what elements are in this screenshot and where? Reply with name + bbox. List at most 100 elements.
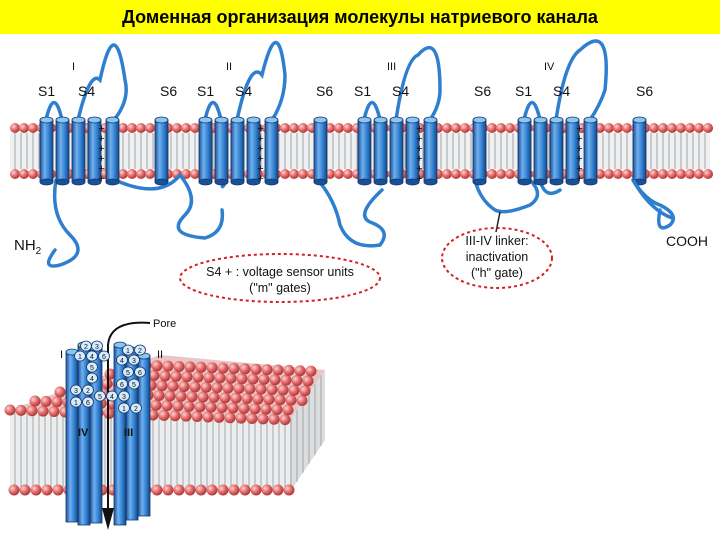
lipid-head: [127, 169, 137, 179]
helix-top-label: 3: [70, 384, 82, 396]
lipid-head: [173, 361, 185, 373]
helix-top-label: 4: [106, 390, 118, 402]
svg-text:2: 2: [134, 406, 138, 413]
lipid-head: [159, 370, 171, 382]
helix-top-label: 1: [74, 350, 86, 362]
domain-numerals: I II III IV: [72, 61, 555, 73]
label-s4-domain-ii: S4: [235, 83, 252, 99]
lipid-head: [127, 123, 137, 133]
lipid-head: [294, 365, 306, 377]
lipid-head: [460, 169, 470, 179]
plus-sign: +: [98, 163, 104, 175]
lipid-head: [667, 123, 677, 133]
lipid-head: [4, 404, 16, 416]
helix-s6: [154, 116, 169, 186]
helix-top-label: 6: [82, 396, 94, 408]
helix-top-label: 2: [130, 402, 142, 414]
helix-s1: [39, 116, 54, 186]
lipid-head: [156, 380, 168, 392]
lipid-head: [26, 405, 38, 417]
lipid-head: [190, 169, 200, 179]
lipid-head: [261, 364, 273, 376]
lipid-head: [219, 392, 231, 404]
lipid-head: [658, 123, 668, 133]
linker-annotation: III-IV linker: inactivation ("h" gate): [441, 211, 553, 289]
lipid-head: [283, 364, 295, 376]
lipid-head: [272, 364, 284, 376]
svg-text:5: 5: [126, 370, 130, 377]
lipid-head: [213, 411, 225, 423]
lipid-head: [181, 123, 191, 133]
plus-sign: +: [416, 143, 422, 155]
lipid-head: [613, 123, 623, 133]
lipid-head: [186, 391, 198, 403]
pore-arrow: [107, 321, 151, 508]
helix-top-label: 6: [116, 378, 128, 390]
helix-s2: [373, 116, 388, 186]
lipid-head: [10, 123, 20, 133]
plus-sign: +: [576, 133, 582, 145]
lipid-head: [150, 399, 162, 411]
lipid-head: [239, 484, 251, 496]
svg-text:2: 2: [84, 344, 88, 351]
lipid-head: [249, 403, 261, 415]
s4-annotation-line1: S4 + : voltage sensor units: [206, 265, 354, 279]
lipid-head: [622, 169, 632, 179]
helix-top-label: 1: [118, 402, 130, 414]
helix-top-label: 5: [86, 361, 98, 373]
lipid-head: [685, 123, 695, 133]
lipid-head: [285, 394, 297, 406]
domain-numeral-ii: II: [226, 61, 232, 73]
helix-s4: [405, 116, 420, 186]
svg-text:4: 4: [120, 358, 124, 365]
lipid-head: [343, 123, 353, 133]
helix-top-label: 5: [122, 366, 134, 378]
transmembrane-helices: [39, 116, 647, 186]
label-s6-domain-i: S6: [160, 83, 177, 99]
lipid-head: [241, 393, 253, 405]
lipid-head: [197, 391, 209, 403]
lipid-head: [230, 392, 242, 404]
lipid-head: [280, 123, 290, 133]
s4-charges: ++++++++++++++++++++++++: [98, 123, 582, 185]
lipid-head: [145, 169, 155, 179]
lipid-head: [451, 123, 461, 133]
lipid-head: [289, 169, 299, 179]
helix-s5: [423, 116, 438, 186]
lipid-head: [19, 169, 29, 179]
lipid-head: [136, 169, 146, 179]
lipid-head: [298, 169, 308, 179]
lipid-head: [167, 380, 179, 392]
lipid-head: [334, 169, 344, 179]
plus-sign: +: [576, 163, 582, 175]
helix-s2: [55, 116, 70, 186]
intracellular-loops: [46, 172, 676, 268]
lipid-head: [658, 169, 668, 179]
helix-s1: [357, 116, 372, 186]
extracellular-loops: [44, 39, 608, 122]
lipid-head: [173, 484, 185, 496]
lipid-head: [28, 169, 38, 179]
helix-s5: [583, 116, 598, 186]
lipid-head: [325, 169, 335, 179]
lipid-head: [158, 409, 170, 421]
label-s6-domain-iv: S6: [636, 83, 653, 99]
helix-top-label: 2: [80, 340, 92, 352]
lipid-head: [202, 411, 214, 423]
helix-top-label: 5: [128, 378, 140, 390]
label-s1-domain-iv: S1: [515, 83, 532, 99]
n-terminus-label: NH2: [14, 237, 42, 257]
lipid-head: [239, 363, 251, 375]
lipid-head: [279, 414, 291, 426]
lipid-head: [233, 382, 245, 394]
lipid-head: [161, 400, 173, 412]
lipid-head: [260, 403, 272, 415]
svg-text:5: 5: [132, 382, 136, 389]
plus-sign: +: [257, 133, 263, 145]
lipid-head: [148, 370, 160, 382]
helix-s3: [549, 116, 564, 186]
lipid-head: [269, 374, 281, 386]
helix-s3: [71, 116, 86, 186]
lipid-head: [214, 372, 226, 384]
lipid-head: [205, 401, 217, 413]
